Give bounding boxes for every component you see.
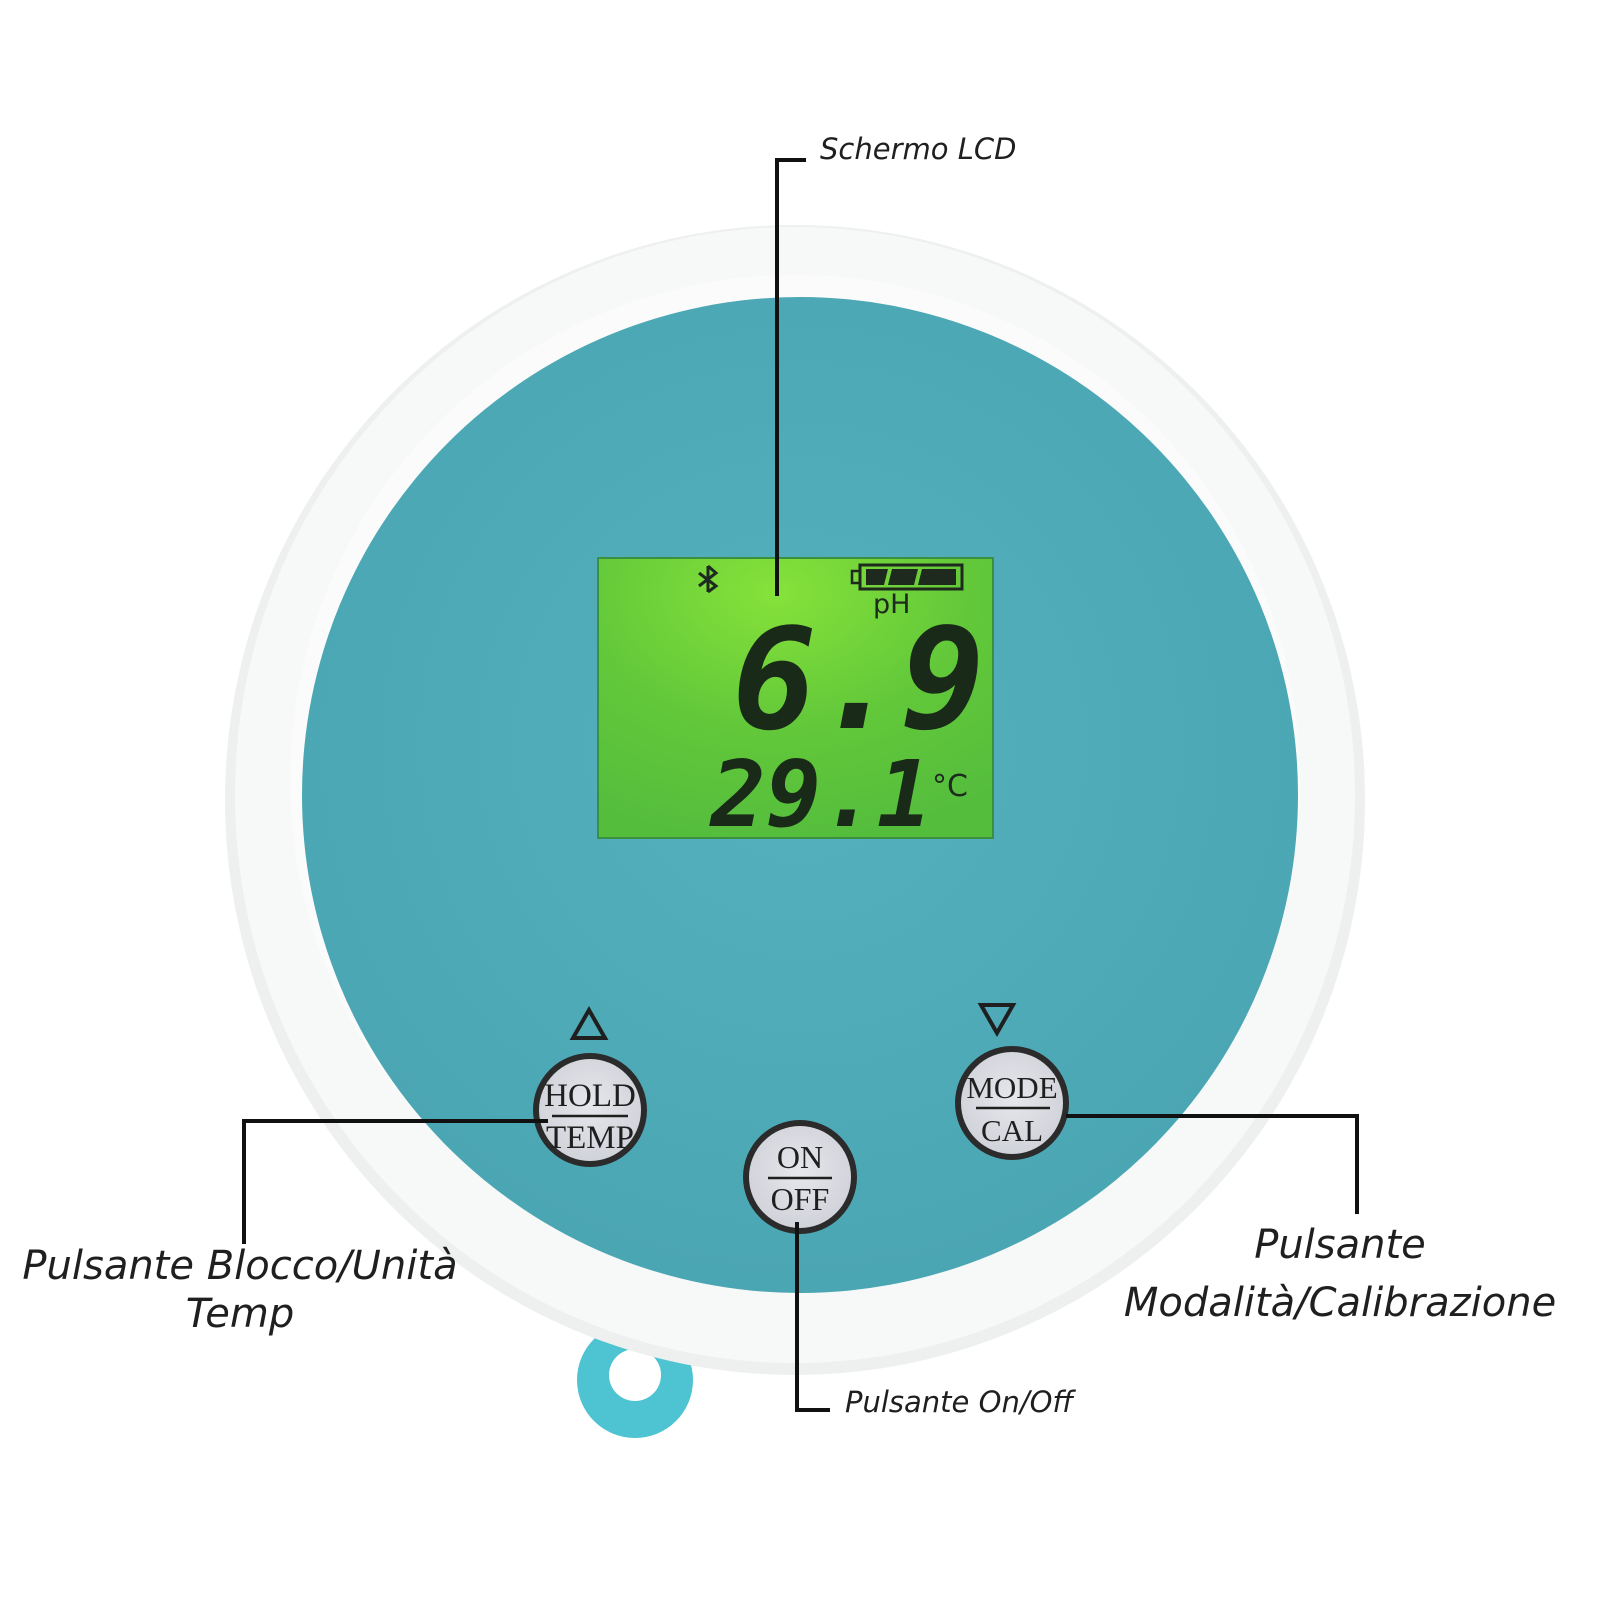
mode-cal-button[interactable]: MODE CAL — [955, 1046, 1069, 1160]
on-off-button[interactable]: ON OFF — [743, 1120, 857, 1234]
off-button-label: OFF — [771, 1181, 830, 1217]
lcd-screen: pH 6.9 29.1 °C — [597, 557, 994, 848]
hold-callout-line-2: Temp — [185, 1291, 295, 1337]
triangle-up-icon — [569, 1005, 609, 1040]
mode-button-callout: Pulsante Modalità/Calibrazione — [1080, 1216, 1600, 1332]
ph-value-readout: 6.9 — [732, 599, 985, 762]
onoff-button-callout: Pulsante On/Off — [845, 1385, 1074, 1419]
battery-full-icon — [850, 563, 964, 591]
lcd-screen-callout: Schermo LCD — [820, 132, 1017, 166]
bluetooth-icon — [698, 564, 719, 594]
mode-leader-line — [1066, 1114, 1359, 1214]
hold-button-callout: Pulsante Blocco/Unità Temp — [10, 1242, 470, 1338]
mode-button-label: MODE — [966, 1070, 1057, 1105]
cal-button-label: CAL — [981, 1113, 1043, 1148]
hold-leader-line — [242, 1119, 548, 1244]
triangle-down-icon — [977, 1003, 1017, 1038]
mode-callout-line-2: Modalità/Calibrazione — [1123, 1280, 1557, 1326]
mode-callout-line-1: Pulsante — [1254, 1222, 1426, 1268]
callout-leader-lines — [242, 158, 1359, 1412]
hold-button-label: HOLD — [544, 1078, 636, 1114]
temperature-readout: 29.1 — [708, 741, 932, 848]
temp-button-label: TEMP — [546, 1120, 634, 1156]
on-button-label: ON — [777, 1139, 823, 1175]
hold-temp-button[interactable]: HOLD TEMP — [533, 1053, 647, 1167]
hold-callout-line-1: Pulsante Blocco/Unità — [22, 1243, 458, 1289]
temperature-unit: °C — [932, 769, 968, 804]
lcd-leader-line — [775, 158, 806, 596]
ph-label: pH — [873, 589, 910, 620]
onoff-leader-line — [795, 1222, 830, 1412]
